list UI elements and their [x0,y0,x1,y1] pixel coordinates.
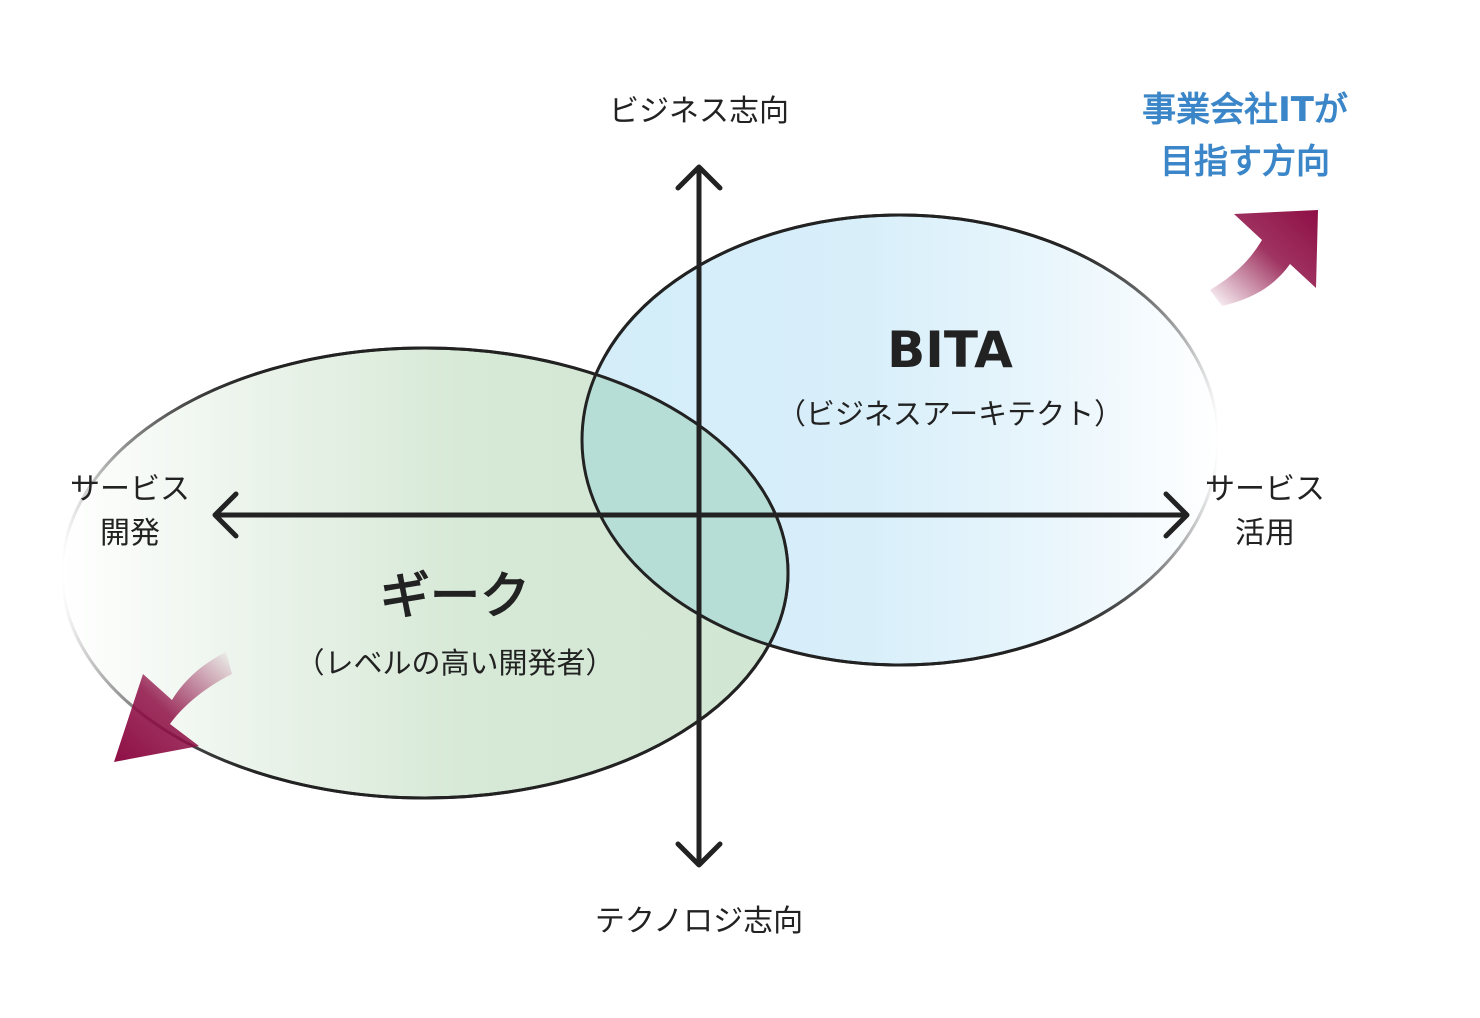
goal-label-line1: 事業会社ITが [1142,90,1348,130]
axis-label-right: サービス 活用 [1175,468,1355,556]
axis-label-right-line2: 活用 [1235,516,1295,551]
axis-label-left: サービス 開発 [40,468,220,556]
down-left-arrow-icon [114,652,232,762]
overlap-region [582,348,788,665]
axis-label-bottom: テクノロジ志向 [594,904,804,939]
axis-label-left-line1: サービス [70,472,190,507]
geek-subtitle: （レベルの高い開発者） [295,646,615,680]
axis-label-left-line2: 開発 [100,516,160,551]
up-right-arrow-icon [1210,210,1318,306]
goal-label-line2: 目指す方向 [1160,142,1330,182]
axis-label-top: ビジネス志向 [609,94,789,129]
bita-subtitle: （ビジネスアーキテクト） [776,397,1124,431]
axis-label-right-line1: サービス [1205,472,1325,507]
goal-label: 事業会社ITが 目指す方向 [1100,84,1390,188]
bita-title: BITA [887,321,1013,379]
horizontal-axis [212,491,1190,539]
geek-title: ギーク [380,567,530,625]
